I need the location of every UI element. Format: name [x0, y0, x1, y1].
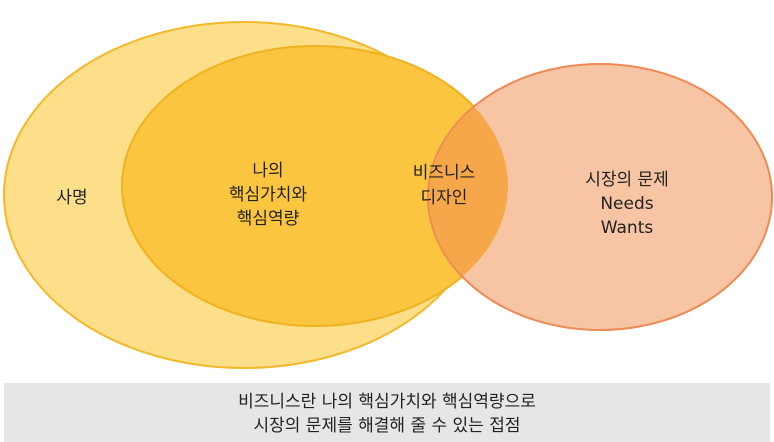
caption-line-2: 시장의 문제를 해결해 줄 수 있는 접점	[253, 415, 521, 436]
core-values-label-line-1: 나의	[252, 161, 283, 181]
business-design-label-line-2: 디자인	[421, 188, 468, 208]
market-problem-outline	[427, 63, 773, 331]
venn-diagram: 사명 나의 핵심가치와 핵심역량 비즈니스 디자인 시장의 문제 Needs W…	[3, 21, 773, 369]
caption-box: 비즈니스란 나의 핵심가치와 핵심역량으로 시장의 문제를 해결해 줄 수 있는…	[4, 383, 770, 442]
core-values-label-line-3: 핵심역량	[237, 209, 300, 229]
business-design-label-line-1: 비즈니스	[413, 163, 476, 183]
core-values-label-line-2: 핵심가치와	[229, 185, 308, 205]
market-problem-label-line-1: 시장의 문제	[585, 170, 669, 190]
mission-label: 사명	[56, 188, 87, 208]
market-problem-label-line-3: Wants	[601, 218, 654, 238]
market-problem-label-line-2: Needs	[600, 194, 653, 214]
caption-line-1: 비즈니스란 나의 핵심가치와 핵심역량으로	[238, 391, 536, 412]
